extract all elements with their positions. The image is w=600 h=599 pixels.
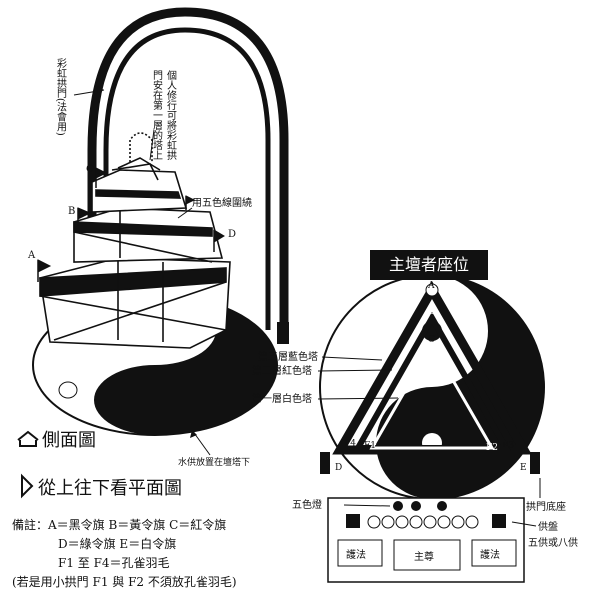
note-line-1: 備註：A＝黑令旗 B＝黃令旗 C＝紅令旗 [12,518,227,532]
main-deity: 主尊 [414,550,434,563]
tier2-label: 第二層紅色塔 [252,364,312,377]
marker-e [530,452,540,474]
notes: 備註：A＝黑令旗 B＝黃令旗 C＝紅令旗 D＝綠令旗 E＝白令旗 F1 至 F4… [12,516,237,592]
rainbow-arch [87,7,289,344]
point-b: B [428,307,435,317]
five-or-eight-label: 五供或八供 [528,536,578,549]
offering-bowls [367,515,479,529]
house-icon [17,430,39,447]
lamp-left [346,514,360,528]
arch-label: 彩虹拱門(法會用) [55,58,67,136]
point-a: A [427,281,435,291]
f3-label: F3 [502,441,514,451]
f2-label: F2 [486,443,498,453]
stupa-side [39,132,231,349]
person-note: 門安在第一層的塔上 個人修行可將彩虹拱 [151,69,177,161]
guard-left-box [337,539,383,567]
top-view-title: 從上往下看平面圖 [38,478,182,499]
marker-d [320,452,330,474]
f1-label: F1 [364,441,376,451]
person-note-col2: 個人修行可將彩虹拱 [165,69,177,161]
water-note: 水供放置在壇塔下 [178,456,250,468]
side-view-title: 側面圖 [42,430,96,451]
lamp-right [492,514,506,528]
tier1-label: 第一層白色塔 [252,392,312,405]
top-view: A B C D E F1 F2 F3 F4 第三層藍色塔 第二層紅色塔 第一層白… [252,274,578,583]
note-line-2: D＝綠令旗 E＝白令旗 [58,537,177,551]
guard-left: 護法 [346,548,366,561]
guard-right-box [471,539,517,567]
five-color-line-label: 用五色線圍繞 [192,196,252,209]
flag-a-label: A [27,250,36,261]
tier3-label: 第三層藍色塔 [258,350,318,363]
note-line-4: (若是用小拱門 F1 與 F2 不須放孔雀羽毛) [12,575,237,589]
arch-base-label: 拱門底座 [526,500,566,513]
point-e: E [520,463,527,473]
master-seat-box: 主壇者座位 [370,250,488,280]
main-deity-box [393,539,461,571]
f4-label: F4 [344,439,356,449]
point-d: D [335,463,342,473]
flags-side [37,167,225,282]
flag-b-label: B [68,206,75,217]
flag-d-label: D [228,229,236,240]
flag-c-label: C [86,164,94,175]
side-view: A B C D 彩虹拱門(法會用) 門安在第一層的塔上 個人修行可將彩虹拱 用五… [27,7,289,468]
guard-right: 護法 [480,548,500,561]
side-title: 側面圖 [17,430,96,451]
tier1-triangle [369,340,495,450]
arrow-down-icon [21,473,34,499]
five-lamps-label: 五色燈 [292,498,322,511]
note-line-3: F1 至 F4＝孔雀羽毛 [58,556,170,570]
top-title: 從上往下看平面圖 [21,473,182,499]
point-c: C [428,335,435,345]
offering-plate-label: 供盤 [538,520,558,533]
